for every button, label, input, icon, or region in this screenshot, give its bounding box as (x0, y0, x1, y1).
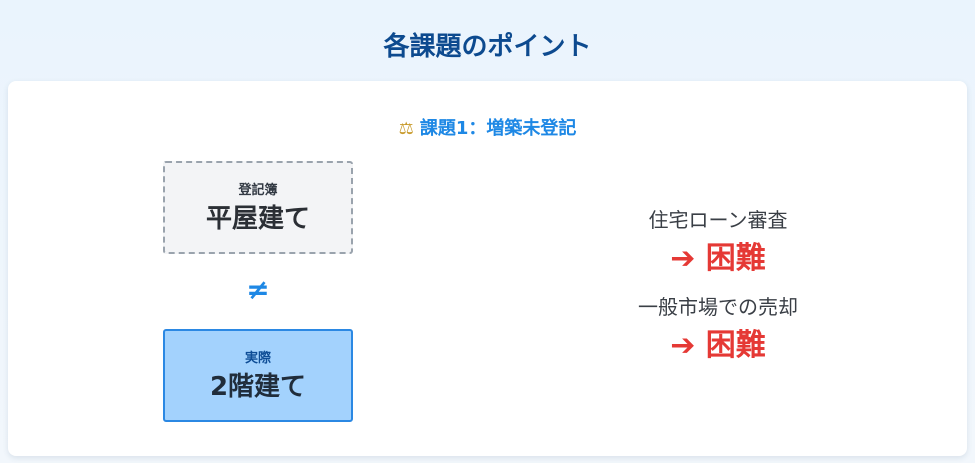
actual-label: 実際 (244, 351, 271, 366)
registry-label: 登記簿 (238, 183, 278, 198)
issue-heading: ⚖課題1：増築未登記 (8, 114, 967, 144)
actual-value: 2階建て (209, 372, 307, 402)
impact-loan: 住宅ローン審査 ➔ 困難 (568, 205, 868, 279)
page-title: 各課題のポイント (383, 32, 592, 63)
impact-loan-result: ➔ 困難 (670, 241, 766, 276)
issue-heading-text: 課題1：増築未登記 (419, 118, 577, 139)
impact-sale-result: ➔ 困難 (670, 328, 766, 363)
registry-value: 平屋建て (205, 204, 310, 234)
registry-box: 登記簿 平屋建て (163, 161, 353, 254)
scales-icon: ⚖ (398, 119, 414, 139)
impact-loan-label: 住宅ローン審査 (648, 208, 788, 232)
issue-card: ⚖課題1：増築未登記 登記簿 平屋建て ≠ 実際 2階建て 住宅ローン審査 ➔ … (8, 81, 967, 456)
impact-sale-label: 一般市場での売却 (638, 295, 798, 319)
impact-sale: 一般市場での売却 ➔ 困難 (568, 292, 868, 366)
actual-box: 実際 2階建て (163, 329, 353, 422)
not-equal-icon: ≠ (246, 273, 270, 306)
